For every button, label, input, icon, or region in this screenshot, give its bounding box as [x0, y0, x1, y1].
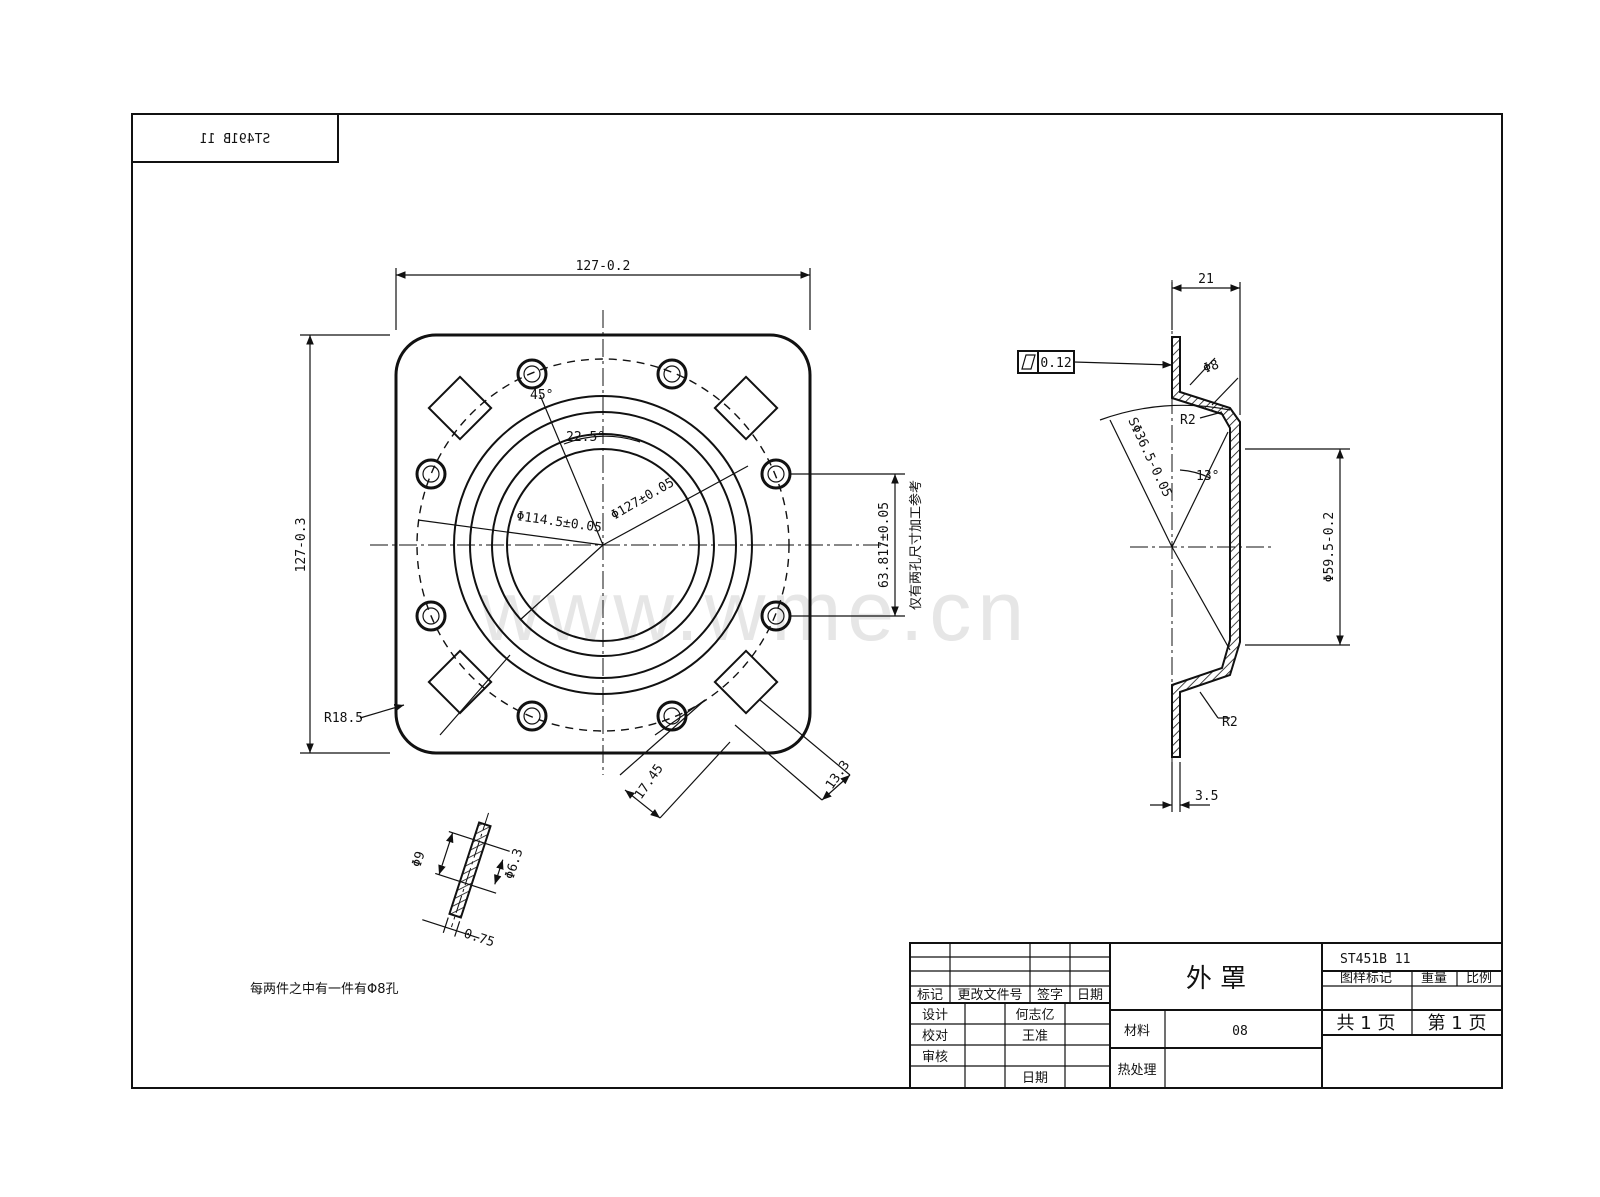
dim-angle-22: 22.5°: [566, 430, 605, 445]
rev-header-mark: 标记: [917, 988, 943, 1003]
material-value: 08: [1232, 1024, 1248, 1039]
dim-corner-radius: R18.5: [324, 711, 363, 726]
stage-header-scale: 比例: [1466, 971, 1492, 986]
sheet-number: 第 1 页: [1428, 1013, 1487, 1034]
rev-header-date: 日期: [1077, 988, 1103, 1003]
note-text: 每两件之中有一件有Φ8孔: [250, 981, 399, 997]
heat-label: 热处理: [1117, 1063, 1156, 1078]
dim-angle: 13°: [1196, 469, 1219, 484]
front-view: 127-0.2 127-0.3 R18.5 45° 22.5° Φ114.5±0…: [294, 259, 924, 819]
signer-2: 王准: [1022, 1029, 1048, 1044]
dim-width: 127-0.2: [576, 259, 631, 274]
corner-pads: [427, 375, 779, 715]
stage-header-weight: 重量: [1421, 970, 1447, 986]
title-block: 标记 更改文件号 签字 日期 设计 校对 审核 何志亿 王准 日期 外 罩 材料…: [909, 942, 1503, 1089]
dim-depth: 21: [1198, 272, 1214, 287]
header-code: ST491B 11: [200, 132, 270, 147]
rev-header-doc: 更改文件号: [957, 988, 1022, 1003]
dim-sphere: SΦ36.5-0.05: [1124, 415, 1174, 499]
dim-flatness: 0.12: [1040, 356, 1071, 371]
total-sheets: 共 1 页: [1337, 1013, 1396, 1034]
stage-header-mark: 图样标记: [1340, 971, 1392, 986]
dim-outer-dia: Φ59.5-0.2: [1322, 512, 1337, 582]
rev-header-sign: 签字: [1037, 987, 1063, 1003]
dim-thickness: 3.5: [1195, 789, 1218, 804]
dim-pitch-dia: Φ127±0.05: [609, 475, 678, 523]
side-view: 21 0.12 Φ8 R2 SΦ36.5-0.05 13° Φ59.5-0.2 …: [1017, 272, 1350, 812]
signer-1: 何志亿: [1015, 1007, 1054, 1023]
dim-radius-bottom: R2: [1222, 715, 1238, 730]
material-label: 材料: [1124, 1024, 1150, 1039]
dim-hole-spacing: 63.817±0.05: [877, 502, 892, 588]
bolt-holes: [415, 358, 792, 732]
drawing-frame: ST491B 11: [131, 113, 1503, 1089]
dim-angle-45: 45°: [530, 388, 553, 403]
role-review: 审核: [922, 1050, 948, 1065]
role-design: 设计: [922, 1008, 948, 1023]
role-check: 校对: [922, 1028, 948, 1044]
dim-hole-note: 仅有两孔尺寸加工参考: [908, 480, 924, 610]
dim-radius-top: R2: [1180, 413, 1196, 428]
dim-detail-b: Φ6.3: [503, 847, 527, 881]
date-label: 日期: [1022, 1071, 1048, 1086]
watermark: www.wme.cn: [479, 564, 1030, 658]
dim-small-dia: Φ8: [1201, 357, 1221, 376]
drawing-number: ST451B 11: [1340, 952, 1410, 967]
detail-view: Φ9 Φ6.3 0.75: [410, 812, 527, 951]
part-name: 外 罩: [1186, 964, 1246, 994]
dim-height: 127-0.3: [294, 518, 309, 573]
dim-diag-a: 17.45: [632, 762, 667, 803]
dim-detail-a: Φ9: [410, 850, 429, 870]
dim-diag-b: 13.3: [823, 758, 853, 792]
dim-detail-c: 0.75: [462, 927, 496, 951]
